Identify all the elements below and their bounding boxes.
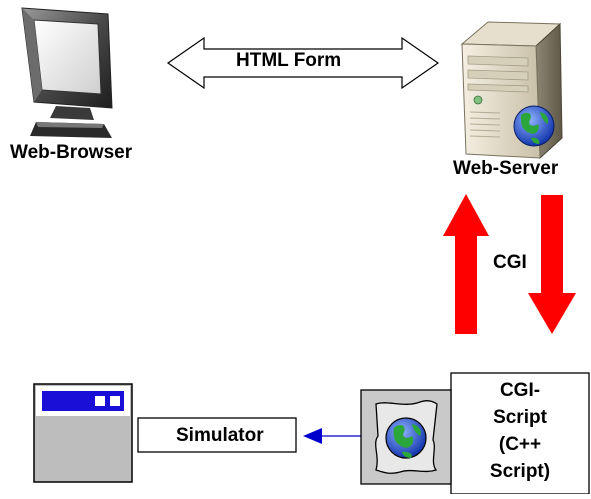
html-form-label: HTML Form — [236, 50, 342, 71]
connector-arrow — [303, 428, 361, 444]
globe-icon — [513, 105, 555, 147]
cgi-up-arrow — [443, 194, 489, 334]
application-window-icon — [33, 383, 133, 483]
simulator-box — [137, 417, 297, 453]
cgi-label: CGI — [493, 252, 527, 273]
cgi-script-line-2: Script — [493, 407, 547, 428]
web-browser-label: Web-Browser — [10, 142, 133, 163]
cgi-down-arrow — [528, 195, 576, 334]
cgi-script-line-1: CGI- — [499, 380, 541, 401]
server-tower-icon — [460, 21, 563, 160]
monitor-icon — [21, 7, 113, 138]
globe-script-icon — [360, 389, 452, 485]
simulator-label: Simulator — [176, 425, 264, 446]
cgi-script-line-3: (C++ — [498, 434, 542, 455]
cgi-script-line-4: Script) — [489, 461, 551, 482]
html-form-double-arrow — [166, 36, 440, 90]
web-server-label: Web-Server — [453, 158, 559, 179]
cgi-script-label: CGI- Script (C++ Script) — [451, 377, 589, 485]
